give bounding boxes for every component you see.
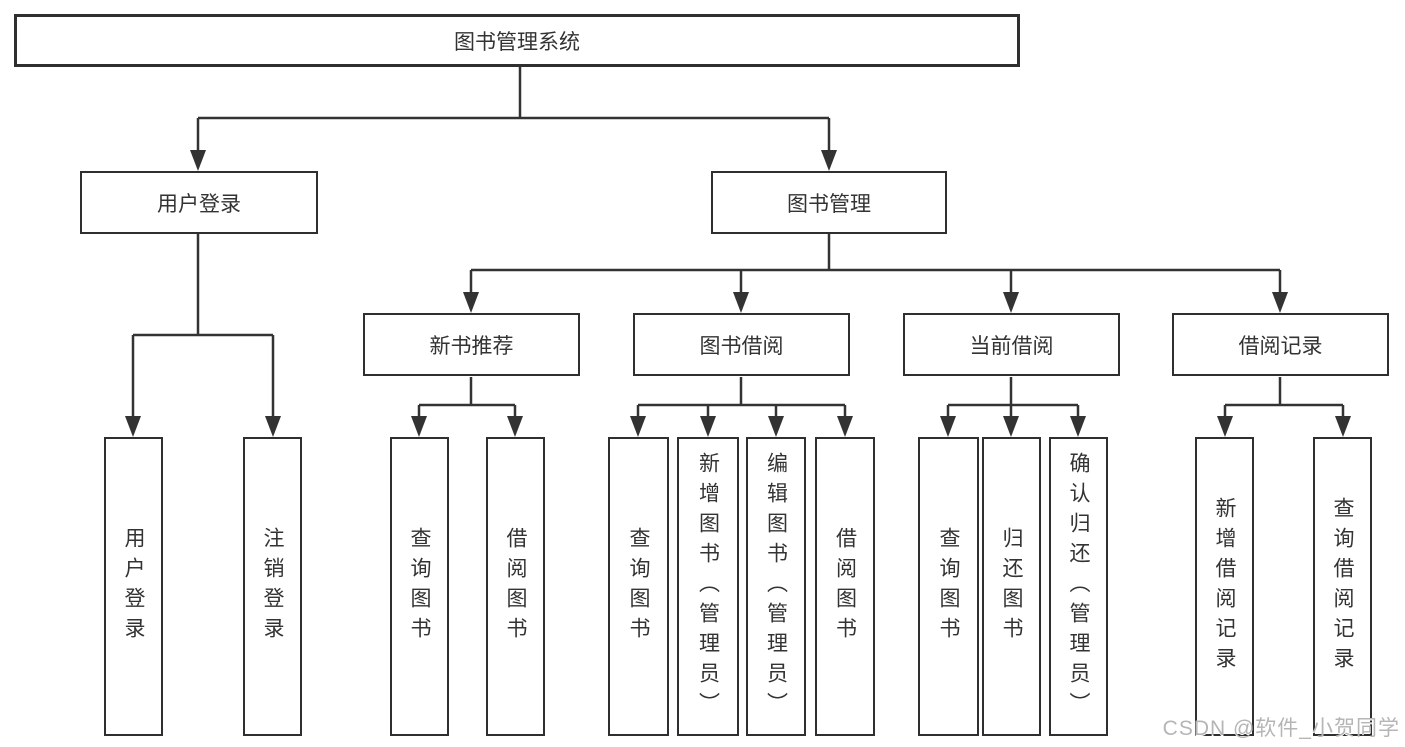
connector-userlogin-to-leaves bbox=[131, 234, 275, 417]
connector-newbook-to-leaves bbox=[417, 377, 517, 417]
connector-borrowrecord-to-leaves bbox=[1223, 377, 1345, 417]
arrow-icon bbox=[630, 416, 646, 437]
node-book-management: 图书管理 bbox=[711, 171, 947, 234]
leaf-return-books: 归还图书 bbox=[982, 437, 1041, 736]
leaf-borrow-books-label: 借阅图书 bbox=[833, 526, 857, 647]
leaf-logout-label: 注销登录 bbox=[261, 526, 285, 647]
arrow-icon bbox=[507, 416, 523, 437]
node-book-management-label: 图书管理 bbox=[787, 192, 871, 216]
connector-currentborrow-to-leaves bbox=[946, 377, 1080, 417]
leaf-newbook-query-books-label: 查询图书 bbox=[408, 526, 432, 647]
arrow-icon bbox=[821, 150, 837, 171]
arrow-icon bbox=[1272, 292, 1288, 313]
arrow-icon bbox=[411, 416, 427, 437]
arrow-icon bbox=[1003, 416, 1019, 437]
leaf-newbook-borrow-books-label: 借阅图书 bbox=[504, 526, 528, 647]
leaf-borrow-query-books: 查询图书 bbox=[608, 437, 669, 736]
leaf-edit-books-admin: 编辑图书（管理员） bbox=[746, 437, 806, 736]
connector-root-to-level2 bbox=[196, 67, 831, 151]
arrow-icon bbox=[190, 150, 206, 171]
leaf-user-login-label: 用户登录 bbox=[122, 526, 146, 647]
leaf-current-query-books-label: 查询图书 bbox=[937, 526, 961, 647]
node-borrowing-records-label: 借阅记录 bbox=[1238, 334, 1323, 358]
leaf-query-borrow-record: 查询借阅记录 bbox=[1313, 437, 1372, 736]
arrow-icon bbox=[125, 416, 141, 437]
leaf-borrow-books: 借阅图书 bbox=[815, 437, 875, 736]
leaf-logout: 注销登录 bbox=[243, 437, 302, 736]
leaf-newbook-borrow-books: 借阅图书 bbox=[486, 437, 545, 736]
arrow-icon bbox=[768, 416, 784, 437]
leaf-current-query-books: 查询图书 bbox=[918, 437, 979, 736]
arrow-icon bbox=[1335, 416, 1351, 437]
leaf-newbook-query-books: 查询图书 bbox=[390, 437, 449, 736]
node-root-system: 图书管理系统 bbox=[14, 14, 1020, 67]
node-new-book-recommend-label: 新书推荐 bbox=[429, 334, 514, 358]
leaf-query-borrow-record-label: 查询借阅记录 bbox=[1331, 496, 1355, 677]
arrow-icon bbox=[1217, 416, 1233, 437]
arrow-icon bbox=[1003, 292, 1019, 313]
node-current-borrowing: 当前借阅 bbox=[903, 313, 1120, 376]
node-borrowing-records: 借阅记录 bbox=[1172, 313, 1389, 376]
node-user-login: 用户登录 bbox=[80, 171, 318, 234]
leaf-confirm-return-admin-label: 确认归还（管理员） bbox=[1067, 451, 1091, 722]
arrow-icon bbox=[837, 416, 853, 437]
connector-bookborrow-to-leaves bbox=[636, 377, 847, 417]
leaf-return-books-label: 归还图书 bbox=[1000, 526, 1024, 647]
arrow-icon bbox=[700, 416, 716, 437]
leaf-edit-books-admin-label: 编辑图书（管理员） bbox=[764, 451, 788, 722]
connector-bookmgmt-to-level3 bbox=[469, 234, 1282, 293]
leaf-add-books-admin: 新增图书（管理员） bbox=[677, 437, 739, 736]
leaf-borrow-query-books-label: 查询图书 bbox=[627, 526, 651, 647]
arrow-icon bbox=[940, 416, 956, 437]
node-current-borrowing-label: 当前借阅 bbox=[969, 334, 1054, 358]
node-new-book-recommend: 新书推荐 bbox=[363, 313, 580, 376]
leaf-add-borrow-record-label: 新增借阅记录 bbox=[1213, 496, 1237, 677]
node-book-borrowing: 图书借阅 bbox=[633, 313, 850, 376]
arrow-icon bbox=[463, 292, 479, 313]
arrow-icon bbox=[1070, 416, 1086, 437]
node-user-login-label: 用户登录 bbox=[157, 192, 241, 216]
watermark-text: CSDN @软件_小贺同学 bbox=[1162, 717, 1400, 740]
leaf-user-login: 用户登录 bbox=[104, 437, 163, 736]
node-root-system-label: 图书管理系统 bbox=[454, 30, 580, 54]
leaf-add-books-admin-label: 新增图书（管理员） bbox=[696, 451, 720, 722]
arrow-icon bbox=[733, 292, 749, 313]
leaf-confirm-return-admin: 确认归还（管理员） bbox=[1049, 437, 1108, 736]
arrow-icon bbox=[265, 416, 281, 437]
node-book-borrowing-label: 图书借阅 bbox=[699, 334, 784, 358]
leaf-add-borrow-record: 新增借阅记录 bbox=[1195, 437, 1254, 736]
